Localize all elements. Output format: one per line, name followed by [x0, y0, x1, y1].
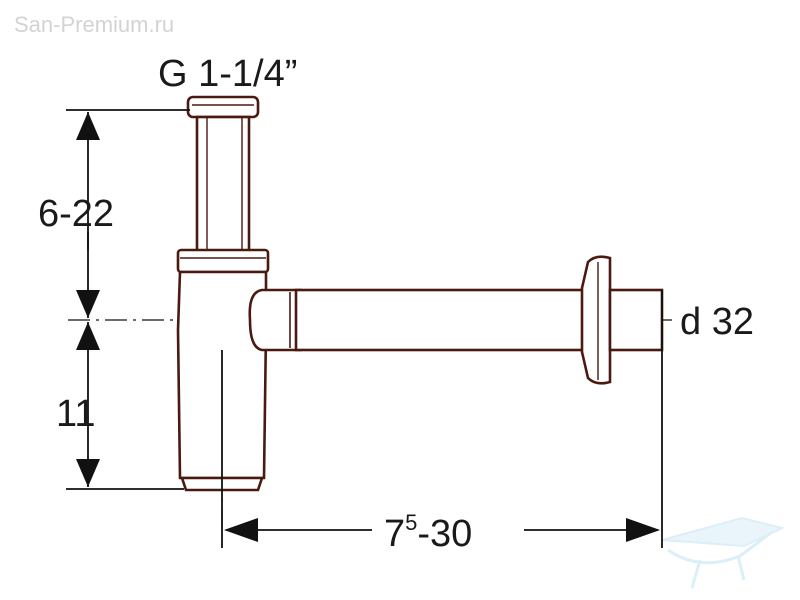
height-lower-label: 11	[56, 393, 95, 435]
outlet-socket	[248, 288, 302, 352]
outlet-pipe	[294, 288, 592, 352]
length-sup: 5	[405, 510, 417, 535]
inlet-tube	[195, 115, 251, 254]
arrow-down-bottom	[76, 459, 100, 487]
arrow-down-middle	[76, 290, 100, 318]
top-nut	[186, 95, 260, 119]
wall-pipe-end	[608, 288, 664, 352]
length-base: 7	[384, 513, 405, 555]
bottle-collar	[176, 248, 270, 274]
watermark-text: San-Premium.ru	[14, 12, 174, 37]
wall-rosette	[580, 255, 612, 385]
bath-logo-icon	[661, 516, 785, 589]
pipe-diameter-label: d 32	[680, 301, 754, 343]
arrow-right	[626, 518, 660, 542]
siphon-body	[176, 95, 664, 492]
arrow-left	[224, 518, 258, 542]
height-upper-label: 6-22	[38, 193, 114, 235]
thread-label: G 1-1/4”	[158, 53, 297, 95]
horizontal-dimension	[221, 290, 663, 548]
arrow-up-middle	[76, 322, 100, 350]
arrow-up-top	[76, 112, 100, 140]
vertical-dimensions	[66, 109, 190, 490]
length-rest: -30	[417, 513, 472, 555]
length-label: 75-30	[384, 510, 472, 555]
